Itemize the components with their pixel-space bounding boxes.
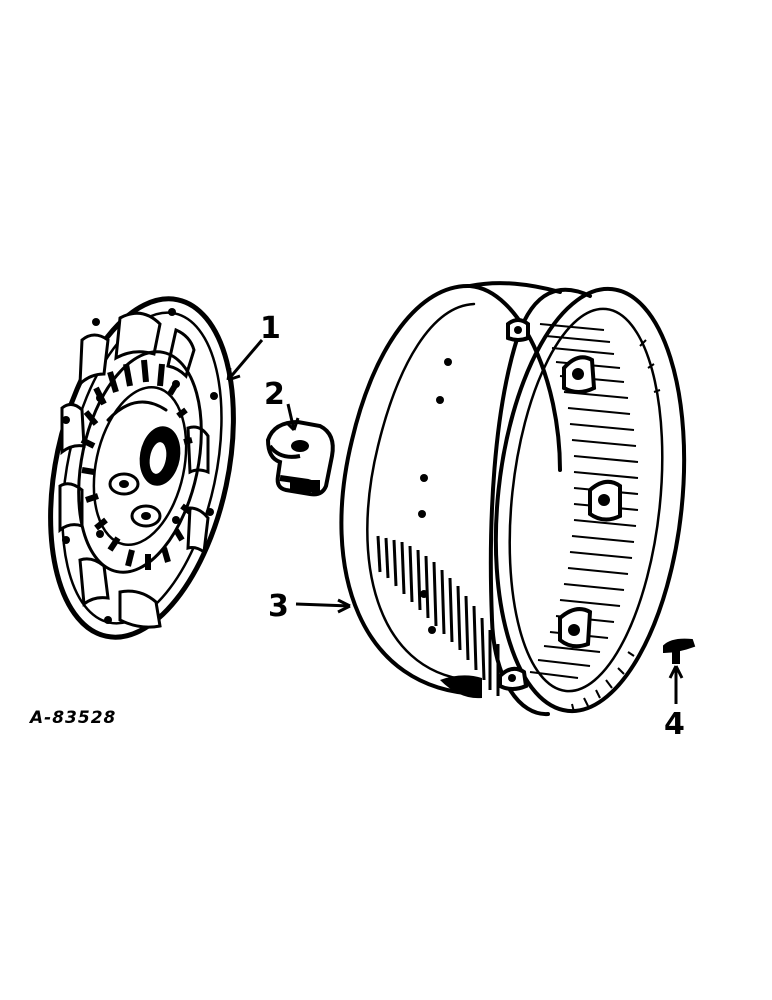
- clamp: [265, 419, 335, 497]
- rim-ribbing-lower: [376, 535, 500, 696]
- callout-2: 2: [264, 377, 285, 412]
- callout-1: 1: [260, 311, 281, 346]
- rim: [339, 281, 687, 717]
- leader-lines: [226, 339, 684, 704]
- bolt: [663, 638, 696, 664]
- disc-vent-openings: [58, 311, 210, 629]
- rim-edge-serration: [571, 339, 661, 713]
- rim-holes: [418, 358, 452, 634]
- flange-bolt-holes: [62, 308, 218, 624]
- figure-id: A-83528: [28, 708, 116, 728]
- rim-mounting-lugs: [498, 318, 622, 691]
- wheel-disc: [48, 296, 236, 640]
- callout-4: 4: [664, 707, 685, 742]
- callout-3: 3: [268, 589, 289, 624]
